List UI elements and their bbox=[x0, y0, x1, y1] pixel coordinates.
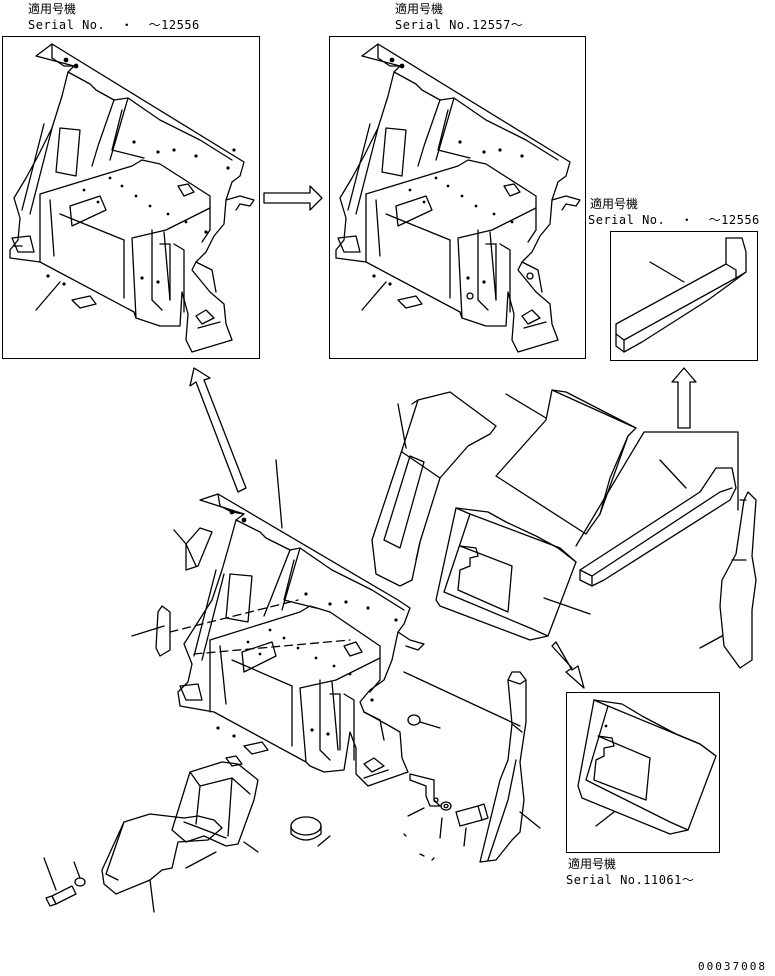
cover-panel-middle bbox=[435, 507, 591, 641]
top-left-applicability-label: 適用号機 bbox=[28, 2, 77, 16]
top-middle-serial-label: Serial No.12557～ bbox=[395, 18, 524, 32]
main-frame-assembly bbox=[131, 459, 425, 787]
detail-box-top-left bbox=[2, 36, 260, 359]
vertical-leg-part bbox=[479, 671, 541, 863]
leader-line-long bbox=[403, 671, 521, 727]
lower-cover-bracket bbox=[171, 761, 259, 853]
thin-side-part-far-right bbox=[699, 491, 757, 669]
arrow-down-right bbox=[551, 641, 585, 689]
detail-box-right-upper bbox=[610, 231, 758, 361]
cover-detail-lower-right bbox=[577, 699, 717, 835]
arrow-right bbox=[263, 185, 323, 211]
cover-panel-top bbox=[495, 389, 637, 535]
top-left-serial-label: Serial No. ・ ～12556 bbox=[28, 18, 200, 32]
round-cap bbox=[290, 816, 331, 847]
right-bracket-group bbox=[575, 431, 739, 547]
lower-cover-plate bbox=[101, 813, 223, 913]
detail-box-top-middle bbox=[329, 36, 586, 359]
right-upper-applicability-label: 適用号機 bbox=[590, 197, 639, 211]
arrow-up-left bbox=[189, 367, 247, 493]
frame-detail-top-left bbox=[9, 43, 255, 353]
detail-box-right-lower bbox=[566, 692, 720, 853]
bolt-and-washer-bottom-left bbox=[43, 857, 86, 907]
side-panel-tall bbox=[371, 391, 497, 587]
frame-detail-top-middle bbox=[335, 43, 581, 353]
long-channel-part bbox=[579, 459, 737, 587]
right-upper-serial-label: Serial No. ・ ～12556 bbox=[588, 213, 760, 227]
arrow-up-right bbox=[671, 367, 697, 429]
top-middle-applicability-label: 適用号機 bbox=[395, 2, 444, 16]
plug-small bbox=[407, 714, 441, 729]
right-lower-applicability-label: 適用号機 bbox=[568, 857, 617, 871]
bracket-washer-bolt bbox=[403, 773, 489, 861]
right-upper-box-part bbox=[615, 237, 747, 353]
document-id: 00037008 bbox=[698, 960, 767, 973]
right-lower-serial-label: Serial No.11061～ bbox=[566, 873, 695, 887]
